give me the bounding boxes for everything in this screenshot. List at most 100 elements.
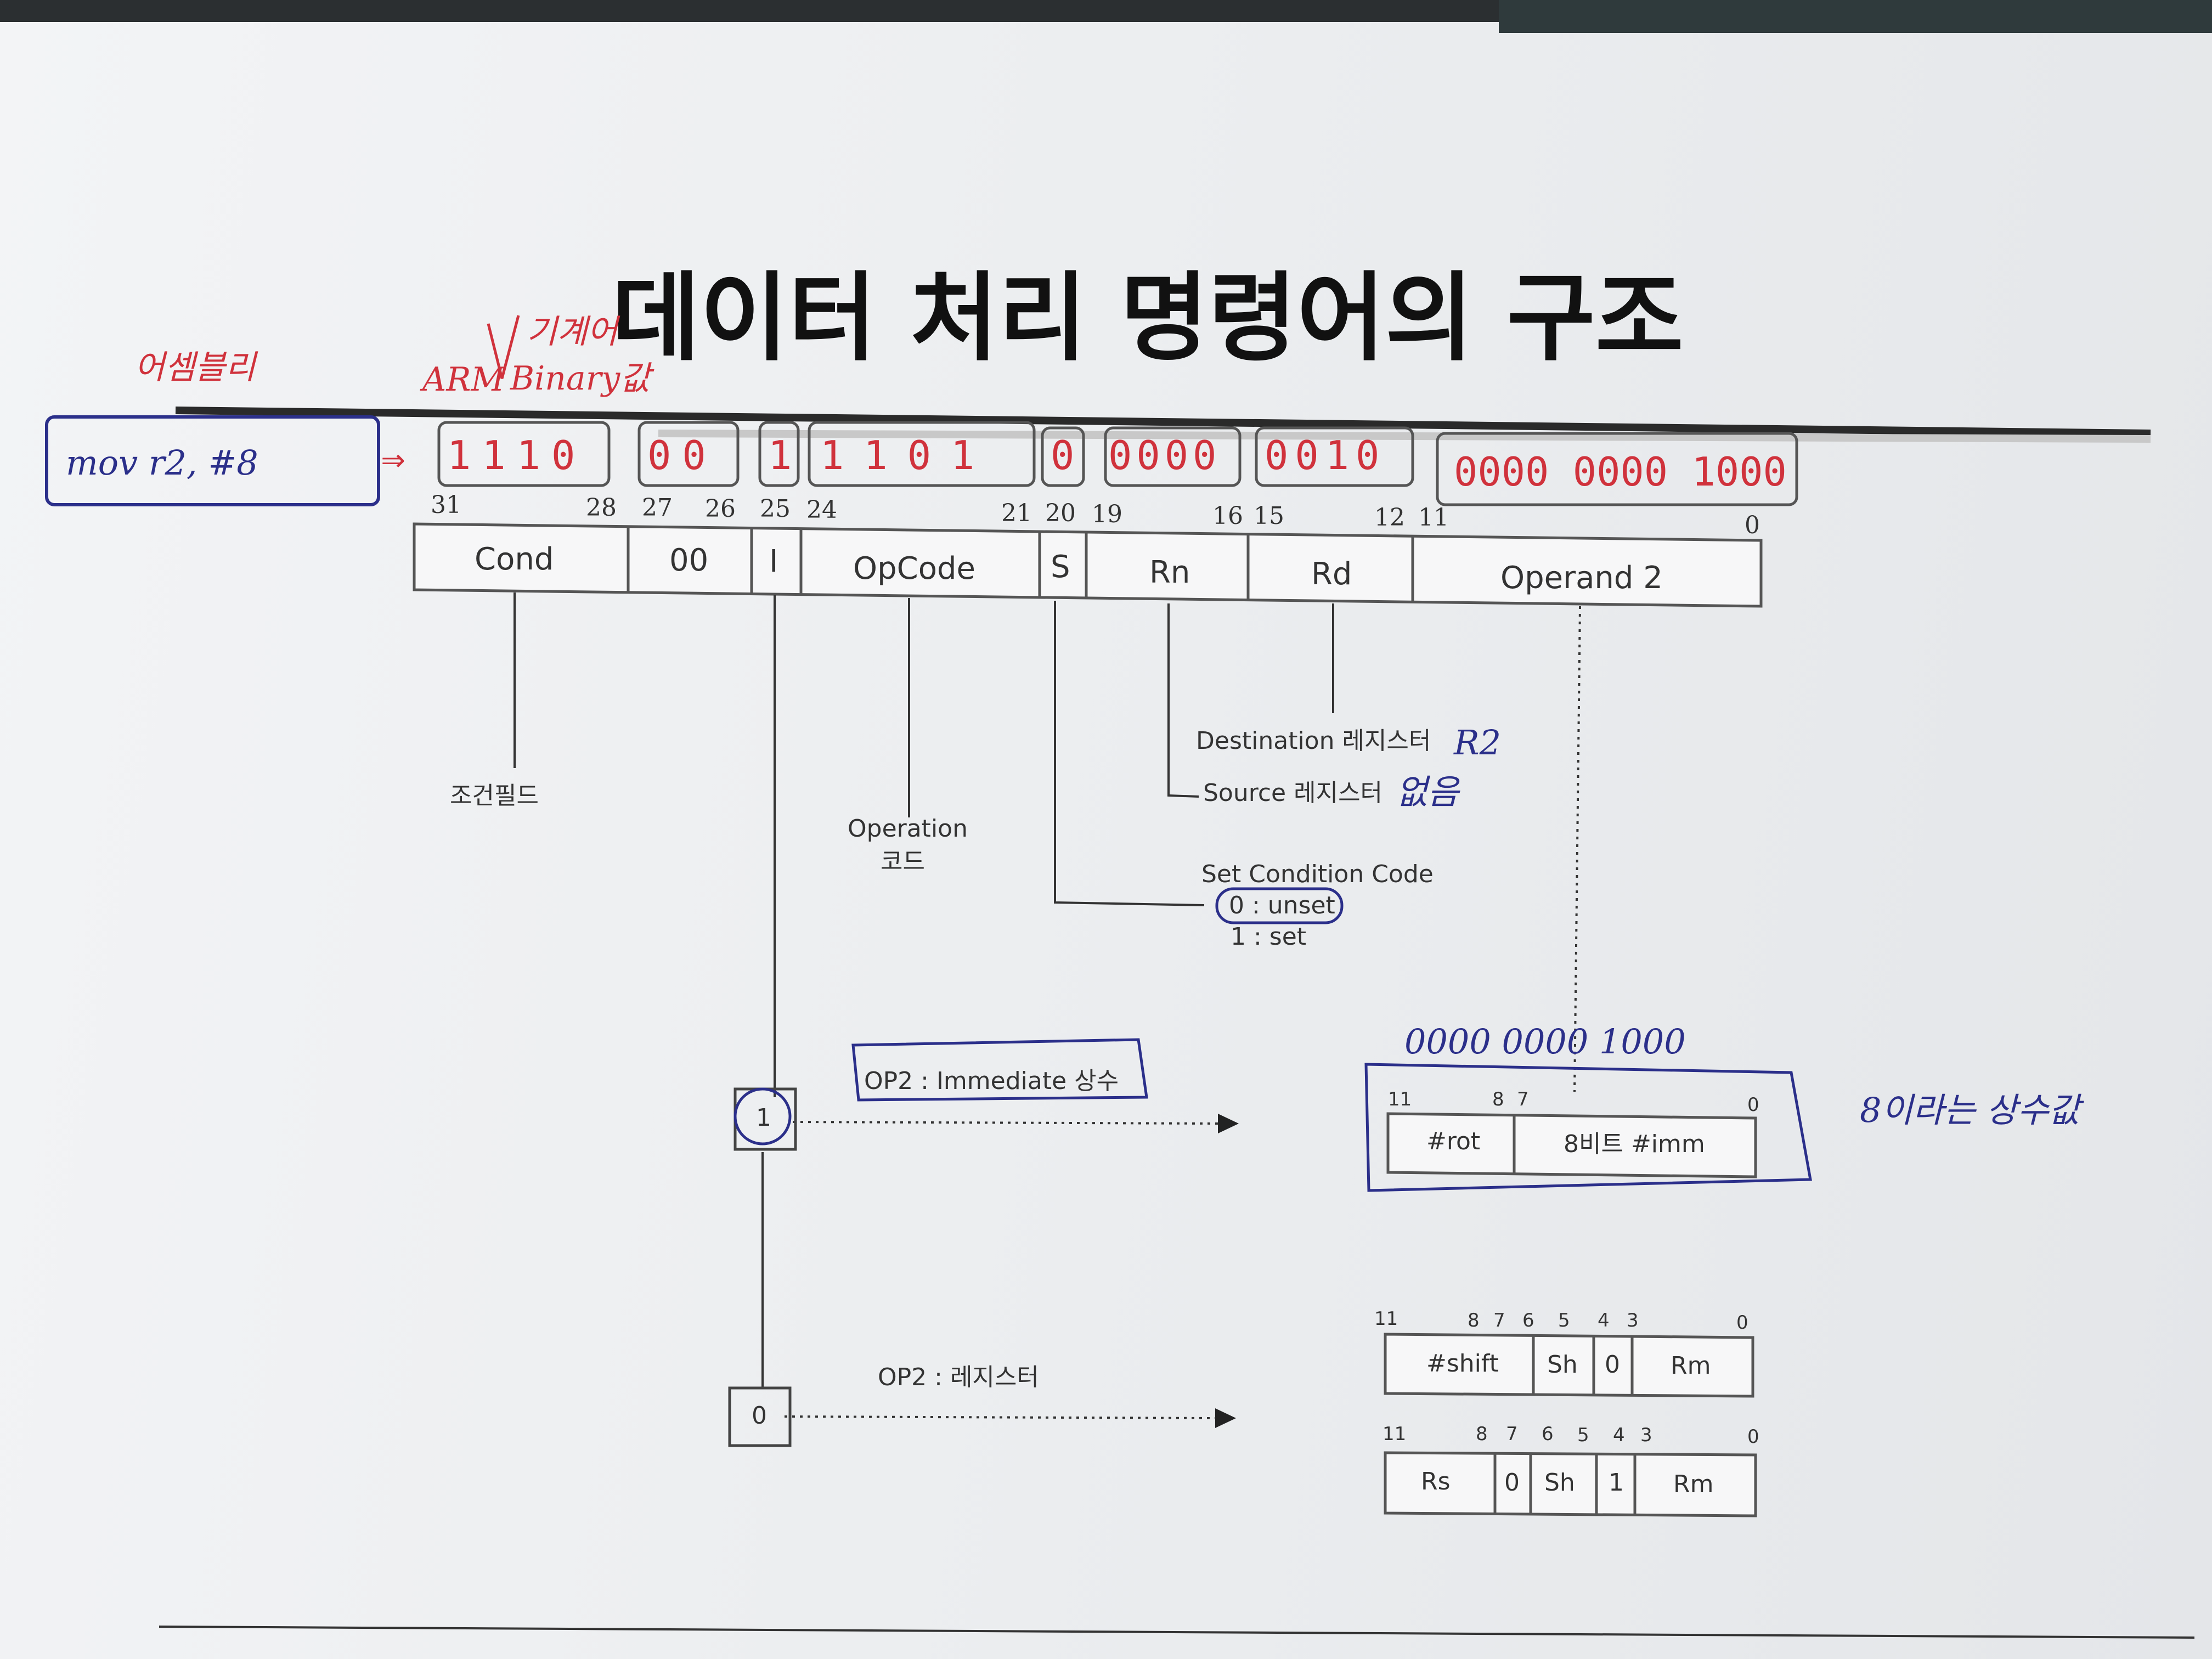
convert-arrow: ⇒ — [381, 435, 405, 481]
format-table: Cond 00 I OpCode S Rn Rd Operand 2 — [413, 522, 1763, 608]
label-op2-imm: OP2 : Immediate 상수 — [864, 1067, 1119, 1095]
bit-24: 24 — [806, 496, 837, 524]
connector-lines — [514, 592, 1581, 1419]
label-operation-code: 코드 — [881, 848, 925, 876]
assembly-box — [45, 415, 380, 506]
bits-operand2: 0000 0000 1000 — [1454, 449, 1787, 495]
label-unset: 0 : unset — [1229, 891, 1335, 919]
bits-i: 1 — [768, 432, 792, 478]
field-rn: Rn — [1149, 555, 1190, 590]
note-imm-bits: 0000 0000 1000 — [1404, 1022, 1686, 1062]
bit-0: 0 — [1745, 511, 1760, 539]
field-opcode: OpCode — [853, 551, 975, 586]
i-zero-value: 0 — [752, 1402, 767, 1430]
field-i: I — [769, 544, 778, 579]
machine-label: 기계어 — [527, 313, 620, 351]
field-s: S — [1051, 549, 1070, 585]
label-destination: Destination 레지스터 — [1196, 727, 1431, 755]
shreg-bit-5: 5 — [1577, 1424, 1589, 1446]
shreg-bit-8: 8 — [1476, 1423, 1488, 1445]
shimm-bit-5: 5 — [1558, 1310, 1570, 1331]
bottom-rule — [159, 1626, 2195, 1639]
shimm-field-zero: 0 — [1605, 1351, 1620, 1379]
field-rd: Rd — [1311, 556, 1352, 592]
shreg-bit-7: 7 — [1506, 1423, 1518, 1445]
shreg-field-rs: Rs — [1421, 1468, 1451, 1496]
bit-19: 19 — [1092, 500, 1122, 528]
bit-positions: 31 28 27 26 25 24 21 20 19 16 15 12 11 0 — [431, 491, 1760, 539]
i-one-circle — [733, 1087, 792, 1146]
bit-20: 20 — [1045, 499, 1076, 527]
imm-bit-7: 7 — [1517, 1088, 1529, 1110]
bits-s: 0 — [1051, 432, 1074, 478]
imm-bit-0: 0 — [1747, 1094, 1759, 1116]
shreg-field-one: 1 — [1609, 1469, 1624, 1497]
i-zero-box — [728, 1386, 792, 1447]
field-00: 00 — [669, 543, 708, 578]
bit-11: 11 — [1418, 504, 1449, 532]
shreg-field-rm: Rm — [1673, 1470, 1713, 1498]
shimm-field-shift: #shift — [1426, 1350, 1499, 1378]
imm-field-rot: #rot — [1426, 1127, 1480, 1155]
label-op2-reg: OP2 : 레지스터 — [878, 1363, 1039, 1391]
label-cond: 조건필드 — [450, 782, 539, 810]
shimm-bit-7: 7 — [1493, 1310, 1505, 1331]
field-cond: Cond — [475, 541, 554, 577]
page-title: 데이터 처리 명령어의 구조 — [612, 263, 1684, 374]
imm-bit-8: 8 — [1492, 1088, 1504, 1110]
shreg-bit-4: 4 — [1613, 1424, 1625, 1446]
arm-label: ARM — [420, 360, 506, 399]
arrow-head-imm — [1218, 1114, 1239, 1133]
paper-sheet — [0, 22, 2212, 1659]
assembly-instruction: mov r2, #8 — [66, 443, 258, 483]
bit-28: 28 — [586, 494, 617, 522]
imm-format-table: 11 8 7 0 #rot 8비트 #imm — [1386, 1088, 1759, 1178]
arrow-head-reg — [1215, 1408, 1236, 1428]
shreg-field-zero: 0 — [1504, 1469, 1520, 1497]
bit-27: 27 — [642, 494, 673, 522]
bits-rn: 0000 — [1108, 432, 1221, 478]
binary-groups: 1110 00 1 1101 0 0000 0010 0000 0000 100… — [437, 421, 1798, 506]
shimm-field-rm: Rm — [1671, 1352, 1711, 1380]
unset-circle — [1215, 887, 1344, 924]
imm-bit-11: 11 — [1388, 1088, 1412, 1110]
imm-format-highlight — [1364, 1063, 1812, 1192]
shimm-bit-3: 3 — [1627, 1310, 1639, 1331]
bit-21: 21 — [1001, 499, 1032, 527]
i-one-value: 1 — [756, 1104, 771, 1132]
bits-00: 00 — [647, 432, 717, 478]
shreg-bit-6: 6 — [1542, 1423, 1554, 1445]
assembly-label: 어셈블리 — [134, 348, 258, 387]
bit-26: 26 — [705, 495, 736, 523]
bit-15: 15 — [1254, 502, 1284, 530]
bits-rd: 0010 — [1265, 432, 1386, 478]
title-rule-shadow — [658, 430, 2151, 443]
bit-16: 16 — [1212, 502, 1243, 530]
note-dest-r2: R2 — [1453, 723, 1501, 763]
title-rule — [175, 407, 2151, 437]
binary-label: Binary값 — [510, 359, 654, 398]
bits-cond: 1110 — [447, 432, 586, 478]
shimm-field-sh: Sh — [1547, 1351, 1578, 1379]
note-source-none: 없음 — [1396, 772, 1460, 812]
shimm-bit-8: 8 — [1468, 1310, 1480, 1331]
bit-12: 12 — [1374, 504, 1405, 532]
label-operation: Operation — [848, 815, 968, 843]
shimm-bit-4: 4 — [1598, 1310, 1610, 1331]
shimm-bit-6: 6 — [1522, 1310, 1534, 1331]
shreg-bit-0: 0 — [1747, 1426, 1759, 1448]
label-source: Source 레지스터 — [1203, 779, 1383, 807]
imm-field-imm: 8비트 #imm — [1564, 1130, 1705, 1158]
background-surface — [1499, 0, 2212, 33]
shreg-bit-3: 3 — [1640, 1424, 1652, 1446]
shreg-bit-11: 11 — [1383, 1423, 1406, 1445]
shimm-bit-0: 0 — [1736, 1312, 1748, 1334]
shift-imm-format-table: 11 8 7 6 5 4 3 0 #shift Sh 0 Rm — [1374, 1308, 1754, 1398]
shift-reg-format-table: 11 8 7 6 5 4 3 0 Rs 0 Sh 1 Rm — [1383, 1423, 1759, 1517]
note-constant: 8이라는 상수값 — [1860, 1090, 2084, 1130]
bit-31: 31 — [431, 491, 461, 519]
shreg-field-sh: Sh — [1544, 1469, 1575, 1497]
label-setcc: Set Condition Code — [1201, 860, 1434, 888]
bits-opcode: 1101 — [820, 432, 994, 478]
